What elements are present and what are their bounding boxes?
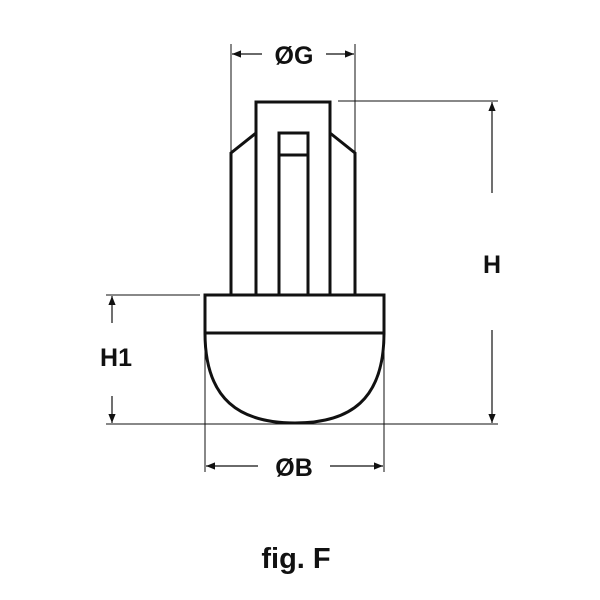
cap-band — [203, 293, 386, 335]
stem-slot — [277, 131, 310, 295]
part-outline — [203, 100, 386, 425]
stem-inner-rect — [254, 100, 332, 295]
dim-h1-label: H1 — [100, 344, 132, 372]
figure-caption: fig. F — [261, 543, 330, 575]
extension-lines — [106, 44, 498, 472]
dim-h-label: H — [483, 251, 501, 279]
dim-g-label: ØG — [275, 42, 314, 70]
dimension-arrows — [108, 50, 496, 470]
stem-outer — [229, 131, 357, 295]
dim-b-label: ØB — [275, 454, 313, 482]
cap-dome — [203, 332, 386, 425]
